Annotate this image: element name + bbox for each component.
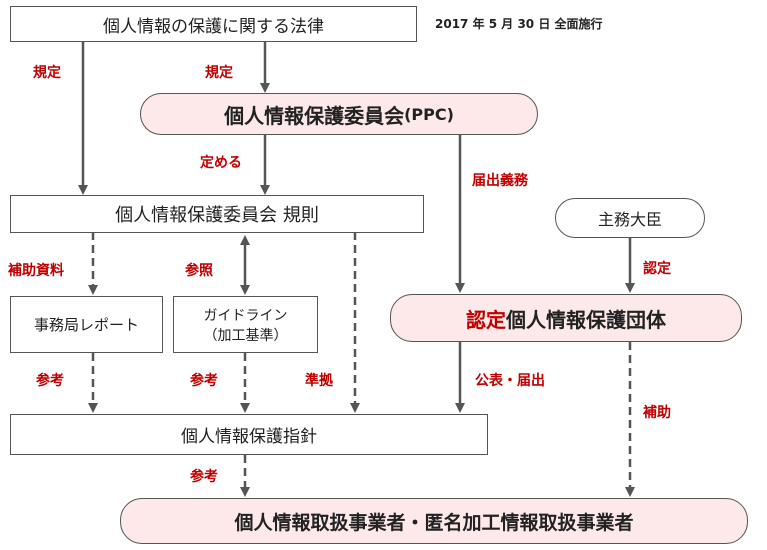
label-ref-report: 参考	[36, 373, 64, 389]
label-ref-guideline: 参考	[190, 373, 218, 389]
enforcement-note: 2017 年 5 月 30 日 全面施行	[435, 17, 603, 31]
rules-label: 個人情報保護委員会 規則	[115, 205, 319, 226]
minister-label: 主務大臣	[597, 210, 662, 229]
certified-prefix: 認定	[466, 307, 506, 332]
guidelines-box: 個人情報保護指針	[10, 414, 488, 455]
label-regulate-right: 規定	[205, 65, 233, 81]
label-regulate-left: 規定	[33, 65, 61, 81]
minister-box: 主務大臣	[555, 198, 705, 238]
label-certify: 認定	[643, 261, 671, 277]
label-define: 定める	[200, 155, 242, 171]
certified-box: 認定個人情報保護団体	[390, 294, 742, 342]
label-ref-business: 参考	[190, 469, 218, 485]
guideline-label-line1: ガイドライン	[203, 307, 288, 324]
label-support: 補助	[643, 405, 671, 421]
certified-label: 個人情報保護団体	[506, 307, 666, 332]
label-comply: 準拠	[305, 373, 333, 389]
guidelines-label: 個人情報保護指針	[181, 427, 317, 447]
business-box: 個人情報取扱事業者・匿名加工情報取扱事業者	[120, 498, 748, 544]
rules-box: 個人情報保護委員会 規則	[10, 195, 424, 233]
label-notify-duty: 届出義務	[472, 173, 528, 189]
guideline-box: ガイドライン （加工基準）	[173, 296, 318, 353]
business-label: 個人情報取扱事業者・匿名加工情報取扱事業者	[234, 511, 634, 534]
label-supplementary: 補助資料	[8, 263, 64, 279]
label-reference-guideline: 参照	[185, 263, 213, 279]
report-box: 事務局レポート	[10, 296, 163, 353]
report-label: 事務局レポート	[33, 316, 139, 334]
law-label: 個人情報の保護に関する法律	[103, 16, 324, 37]
ppc-box: 個人情報保護委員会(PPC)	[140, 93, 538, 135]
ppc-suffix: (PPC)	[404, 104, 454, 124]
law-box: 個人情報の保護に関する法律	[10, 6, 417, 42]
guideline-label-line2: （加工基準）	[203, 327, 288, 344]
label-publish-notify: 公表・届出	[475, 373, 545, 389]
ppc-label: 個人情報保護委員会	[224, 103, 405, 128]
